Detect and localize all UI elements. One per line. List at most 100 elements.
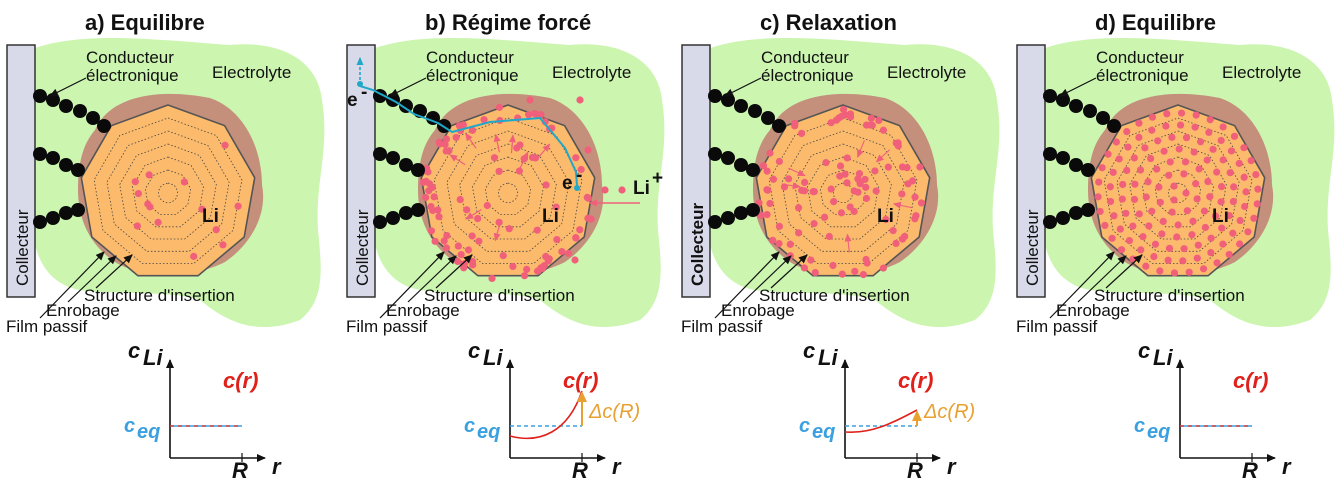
y-axis-label: c: [128, 338, 140, 363]
lithium-dot: [1191, 123, 1199, 131]
carbon-particle: [1096, 111, 1110, 125]
lithium-dot: [422, 193, 430, 202]
lithium-dot: [791, 122, 799, 130]
lithium-dot: [1109, 168, 1117, 176]
lithium-dot: [1177, 109, 1186, 117]
lithium-dot: [459, 121, 467, 129]
lithium-dot: [775, 157, 783, 166]
lithium-dot: [1135, 133, 1143, 141]
lithium-dot: [1118, 195, 1126, 203]
lithium-dot: [1247, 156, 1255, 165]
diffusion-arrow: [493, 133, 501, 153]
lithium-dot: [457, 251, 465, 259]
lithium-dot: [1165, 171, 1173, 179]
lithium-dot: [763, 210, 771, 219]
carbon-particle: [59, 99, 73, 113]
lithium-dot: [801, 178, 809, 187]
carbon-particle: [386, 211, 400, 225]
lithium-dot: [468, 126, 477, 134]
carbon-particle: [708, 89, 722, 103]
diffusion-shell: [781, 130, 905, 252]
panel-title: a) Equilibre: [85, 10, 205, 35]
y-axis-label: c: [468, 338, 480, 363]
carbon-particle: [59, 206, 73, 220]
lithium-dot: [154, 218, 162, 226]
electron-label: e: [347, 90, 358, 111]
lithium-dot: [1253, 200, 1261, 208]
lithium-dot: [1115, 155, 1123, 163]
lithium-dot: [1101, 221, 1109, 230]
lithium-label: Li: [1212, 206, 1229, 227]
lithium-dot: [1170, 182, 1178, 190]
lithium-dot: [1151, 240, 1160, 248]
lithium-dot: [1148, 113, 1157, 121]
lithium-dot: [1174, 221, 1182, 229]
carbon-particle: [1056, 151, 1070, 165]
lithium-dot: [499, 252, 507, 260]
lithium-dot: [1227, 147, 1236, 155]
conductor-label-line2: électronique: [761, 66, 854, 85]
diffusion-arrow: [875, 149, 891, 163]
lithium-dot: [1185, 268, 1193, 276]
lithium-dot: [454, 242, 462, 250]
x-axis-label: r: [272, 454, 282, 479]
carbon-particle: [73, 104, 87, 118]
structure-label: Structure d'insertion: [424, 286, 575, 305]
diffusion-arrow: [844, 233, 852, 253]
lithium-dot: [1135, 119, 1143, 127]
carbon-particle: [746, 163, 760, 177]
equilibrium-subscript: eq: [1147, 421, 1170, 443]
lithium-dot: [1240, 173, 1248, 181]
conductor-pointer: [389, 77, 427, 97]
lithium-dot: [1150, 252, 1158, 261]
lithium-dot: [1219, 123, 1227, 131]
structure-pointer: [1105, 254, 1143, 289]
concentration-profile: [844, 409, 918, 434]
lithium-dot: [1094, 193, 1102, 201]
delta-label: Δc(R): [923, 401, 975, 423]
lithium-dot: [810, 219, 818, 228]
coating-label: Enrobage: [1056, 301, 1130, 320]
lithium-dot: [442, 147, 450, 155]
carbon-particle: [1069, 99, 1083, 113]
carbon-particle: [46, 93, 60, 107]
lithium-dot: [763, 167, 771, 175]
profile-label: c(r): [563, 368, 598, 393]
lithium-dot: [539, 264, 547, 273]
carbon-particle: [708, 147, 722, 161]
carbon-particle: [399, 158, 413, 172]
structure-pointer: [770, 254, 808, 289]
delta-label: Δc(R): [588, 401, 640, 423]
diffusion-shell: [106, 130, 230, 252]
equilibrium-label: c: [124, 415, 135, 437]
lithium-dot: [531, 154, 540, 162]
y-axis-subscript: Li: [483, 345, 503, 370]
coating-pointer: [67, 255, 117, 303]
lithium-dot: [1142, 193, 1150, 201]
diffusion-shell: [446, 130, 570, 252]
lithium-dot: [1182, 189, 1190, 197]
lithium-dot: [1119, 180, 1127, 189]
lithium-dot: [1213, 259, 1221, 267]
lithium-dot: [180, 178, 188, 186]
lithium-dot: [584, 214, 592, 222]
carbon-particle: [1069, 158, 1083, 172]
diffusion-shell: [119, 143, 217, 240]
lithium-dot: [1130, 154, 1138, 162]
lithium-dot: [442, 135, 451, 143]
lithium-dot: [786, 240, 794, 248]
lithium-dot: [811, 269, 819, 277]
carbon-particle: [373, 147, 387, 161]
lithium-dot: [854, 175, 862, 183]
electron-charge-particle: -: [576, 165, 582, 186]
lithium-dot: [1175, 145, 1183, 153]
equilibrium-label: c: [799, 415, 810, 437]
lithium-dot: [882, 215, 890, 224]
conductor-label-line1: Conducteur: [1096, 48, 1184, 67]
lithium-dot: [1209, 145, 1217, 153]
lithium-dot: [1098, 164, 1106, 172]
carbon-particle: [33, 89, 47, 103]
equilibrium-subscript: eq: [477, 421, 500, 443]
lithium-dot: [916, 163, 924, 171]
